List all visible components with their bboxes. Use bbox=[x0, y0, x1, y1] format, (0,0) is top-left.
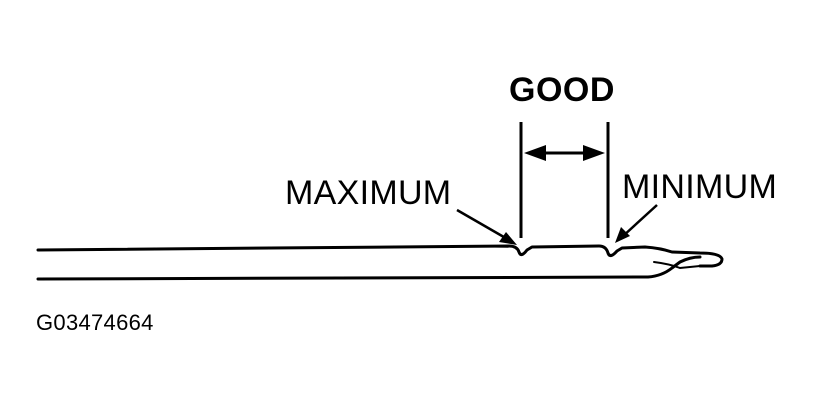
dipstick-upper-edge bbox=[36, 244, 724, 268]
maximum-leader-arrowhead bbox=[499, 232, 517, 245]
minimum-leader-line bbox=[621, 204, 658, 238]
dipstick-lower-edge bbox=[36, 255, 702, 281]
good-range-arrowhead-right bbox=[583, 145, 605, 161]
good-range-arrowhead-left bbox=[524, 145, 546, 161]
dipstick-tip-contour bbox=[653, 261, 701, 270]
minimum-label: MINIMUM bbox=[622, 168, 778, 206]
good-label: GOOD bbox=[509, 71, 615, 109]
maximum-leader-line bbox=[456, 208, 510, 242]
maximum-label: MAXIMUM bbox=[285, 174, 452, 212]
figure-code: G03474664 bbox=[36, 310, 154, 335]
minimum-leader-arrowhead bbox=[615, 227, 630, 243]
